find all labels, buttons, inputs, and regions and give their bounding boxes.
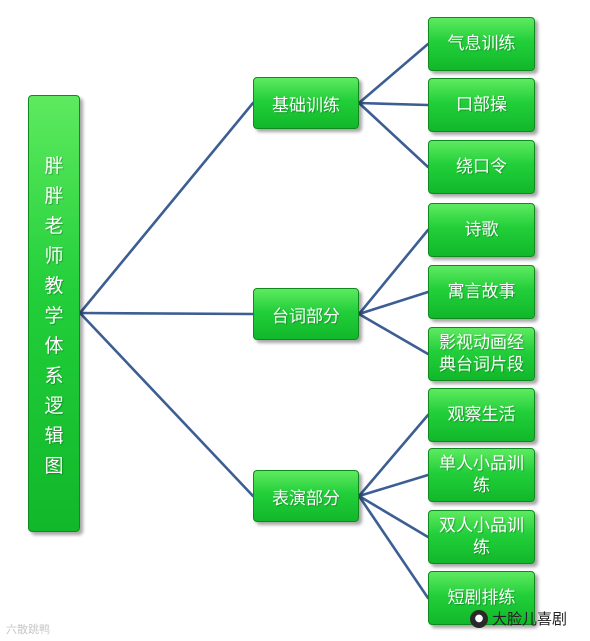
leaf-node: 寓言故事 [428, 265, 535, 319]
connector-b2-l3 [357, 494, 430, 600]
branch-node-label: 台词部分 [272, 306, 340, 327]
connector-b0-l0 [357, 42, 430, 105]
connector-b2-l1 [357, 473, 430, 498]
leaf-node-label: 气息训练 [447, 34, 516, 54]
leaf-node-label: 寓言故事 [447, 282, 516, 302]
branch-node-basic-training: 基础训练 [253, 77, 359, 129]
leaf-node-label: 口部操 [456, 95, 507, 115]
leaf-node: 绕口令 [428, 140, 535, 194]
root-node: 胖胖老师教学体系逻辑图 [28, 95, 80, 532]
leaf-node: 双人小品训练 [428, 510, 535, 564]
branch-node-label: 基础训练 [272, 95, 340, 116]
leaf-node-label: 影视动画经典台词片段 [439, 333, 524, 375]
leaf-node: 诗歌 [428, 203, 535, 257]
connector-root-b0 [78, 101, 255, 315]
leaf-node-label: 观察生活 [447, 405, 516, 425]
connector-b2-l0 [357, 413, 430, 498]
leaf-node-label: 诗歌 [464, 220, 499, 240]
leaf-node: 单人小品训练 [428, 448, 535, 502]
branch-node-performance: 表演部分 [253, 470, 359, 522]
connector-b1-l2 [357, 312, 430, 356]
watermark-right-text: 大脸儿喜剧 [492, 610, 568, 628]
connector-b1-l0 [357, 228, 430, 316]
connector-b1-l1 [357, 290, 430, 316]
connector-b0-l1 [357, 101, 430, 107]
connector-b2-l2 [357, 494, 430, 539]
branch-node-lines: 台词部分 [253, 288, 359, 340]
leaf-node-label: 双人小品训练 [439, 516, 524, 558]
wechat-logo-icon: ● [470, 609, 488, 628]
watermark-right: ● 大脸儿喜剧 [470, 608, 567, 629]
watermark-left: 六散跳鸭 [6, 621, 50, 637]
leaf-node: 气息训练 [428, 17, 535, 71]
leaf-node: 观察生活 [428, 388, 535, 442]
connector-root-b2 [78, 311, 255, 498]
leaf-node: 口部操 [428, 78, 535, 132]
connector-root-b1 [78, 311, 255, 316]
root-node-label: 胖胖老师教学体系逻辑图 [44, 154, 64, 477]
leaf-node-label: 单人小品训练 [439, 454, 524, 496]
leaf-node-label: 短剧排练 [447, 588, 516, 608]
watermark-left-text: 六散跳鸭 [6, 623, 50, 636]
connector-b0-l2 [357, 101, 430, 169]
leaf-node-label: 绕口令 [456, 157, 507, 177]
branch-node-label: 表演部分 [272, 488, 340, 509]
leaf-node: 影视动画经典台词片段 [428, 327, 535, 381]
